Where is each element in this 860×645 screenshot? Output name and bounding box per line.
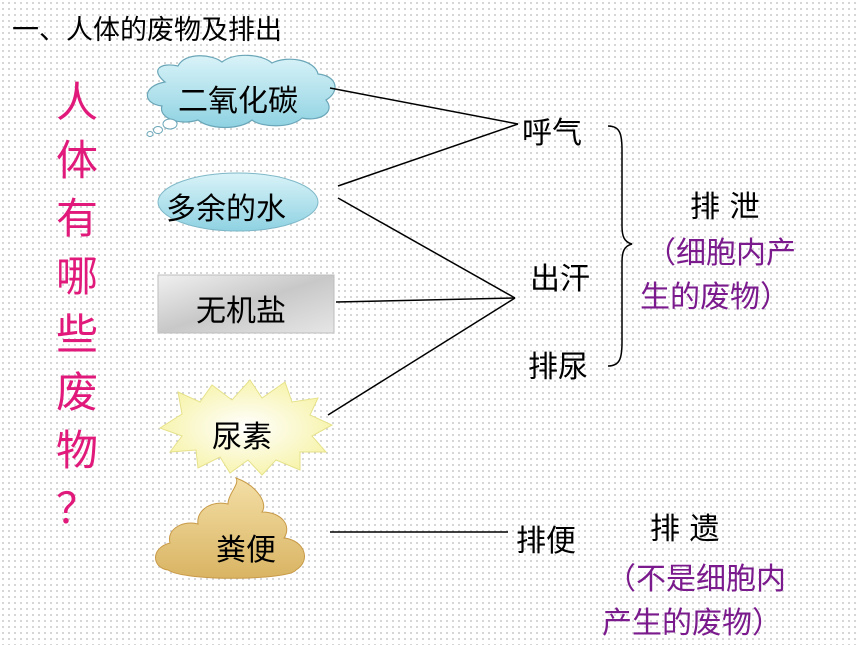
breath-label: 呼气	[522, 116, 582, 151]
feces-shape	[155, 477, 306, 579]
sweat-label: 出汗	[530, 262, 590, 297]
question-vertical-text: 人 体 有 哪 些 废 物 ？	[52, 82, 102, 546]
excretion-note-line1: （细胞内产	[646, 236, 796, 271]
question-char: 些	[55, 310, 98, 359]
co2-label: 二氧化碳	[178, 84, 298, 119]
excretion-label: 排 泄	[690, 190, 760, 225]
question-char: 有	[55, 194, 98, 243]
question-char: 哪	[55, 252, 98, 301]
question-char: 物	[55, 426, 98, 475]
question-char: 废	[55, 368, 98, 417]
question-char: 体	[55, 136, 98, 185]
urea-starburst	[158, 379, 334, 476]
question-char: 人	[55, 78, 98, 127]
feces-label: 粪便	[216, 533, 276, 568]
water-label: 多余的水	[166, 192, 286, 227]
curly-brace	[607, 125, 633, 367]
egestion-note-line2: 产生的废物）	[602, 606, 782, 641]
defecate-label: 排便	[516, 524, 576, 559]
urine-label: 排尿	[528, 350, 588, 385]
page-title: 一、人体的废物及排出	[12, 15, 282, 46]
excretion-note-line2: 生的废物）	[640, 280, 790, 315]
egestion-label: 排 遗	[650, 512, 720, 547]
urea-label: 尿素	[212, 420, 272, 455]
cloud-shape	[146, 54, 336, 137]
salt-label: 无机盐	[196, 294, 286, 329]
salt-rectangle	[157, 274, 335, 334]
question-char: ？	[55, 484, 98, 533]
egestion-note-line1: （不是细胞内	[606, 562, 786, 597]
connector-lines	[327, 87, 519, 533]
water-ellipse	[157, 172, 319, 232]
